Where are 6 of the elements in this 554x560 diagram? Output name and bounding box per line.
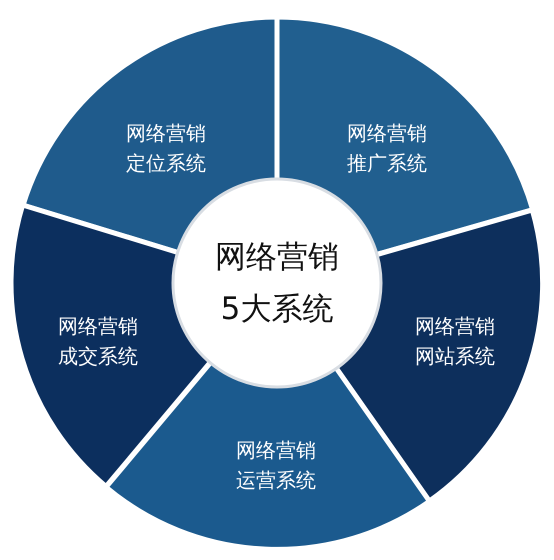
segment-label: 网络营销网站系统: [414, 312, 496, 370]
segment-label: 网络营销定位系统: [124, 120, 207, 177]
center-label: 网络营销5大系统: [214, 238, 340, 329]
segment-label: 网络营销运营系统: [234, 436, 317, 494]
segment-label: 网络营销成交系统: [57, 312, 139, 370]
segment-label: 网络营销推广系统: [346, 120, 428, 177]
